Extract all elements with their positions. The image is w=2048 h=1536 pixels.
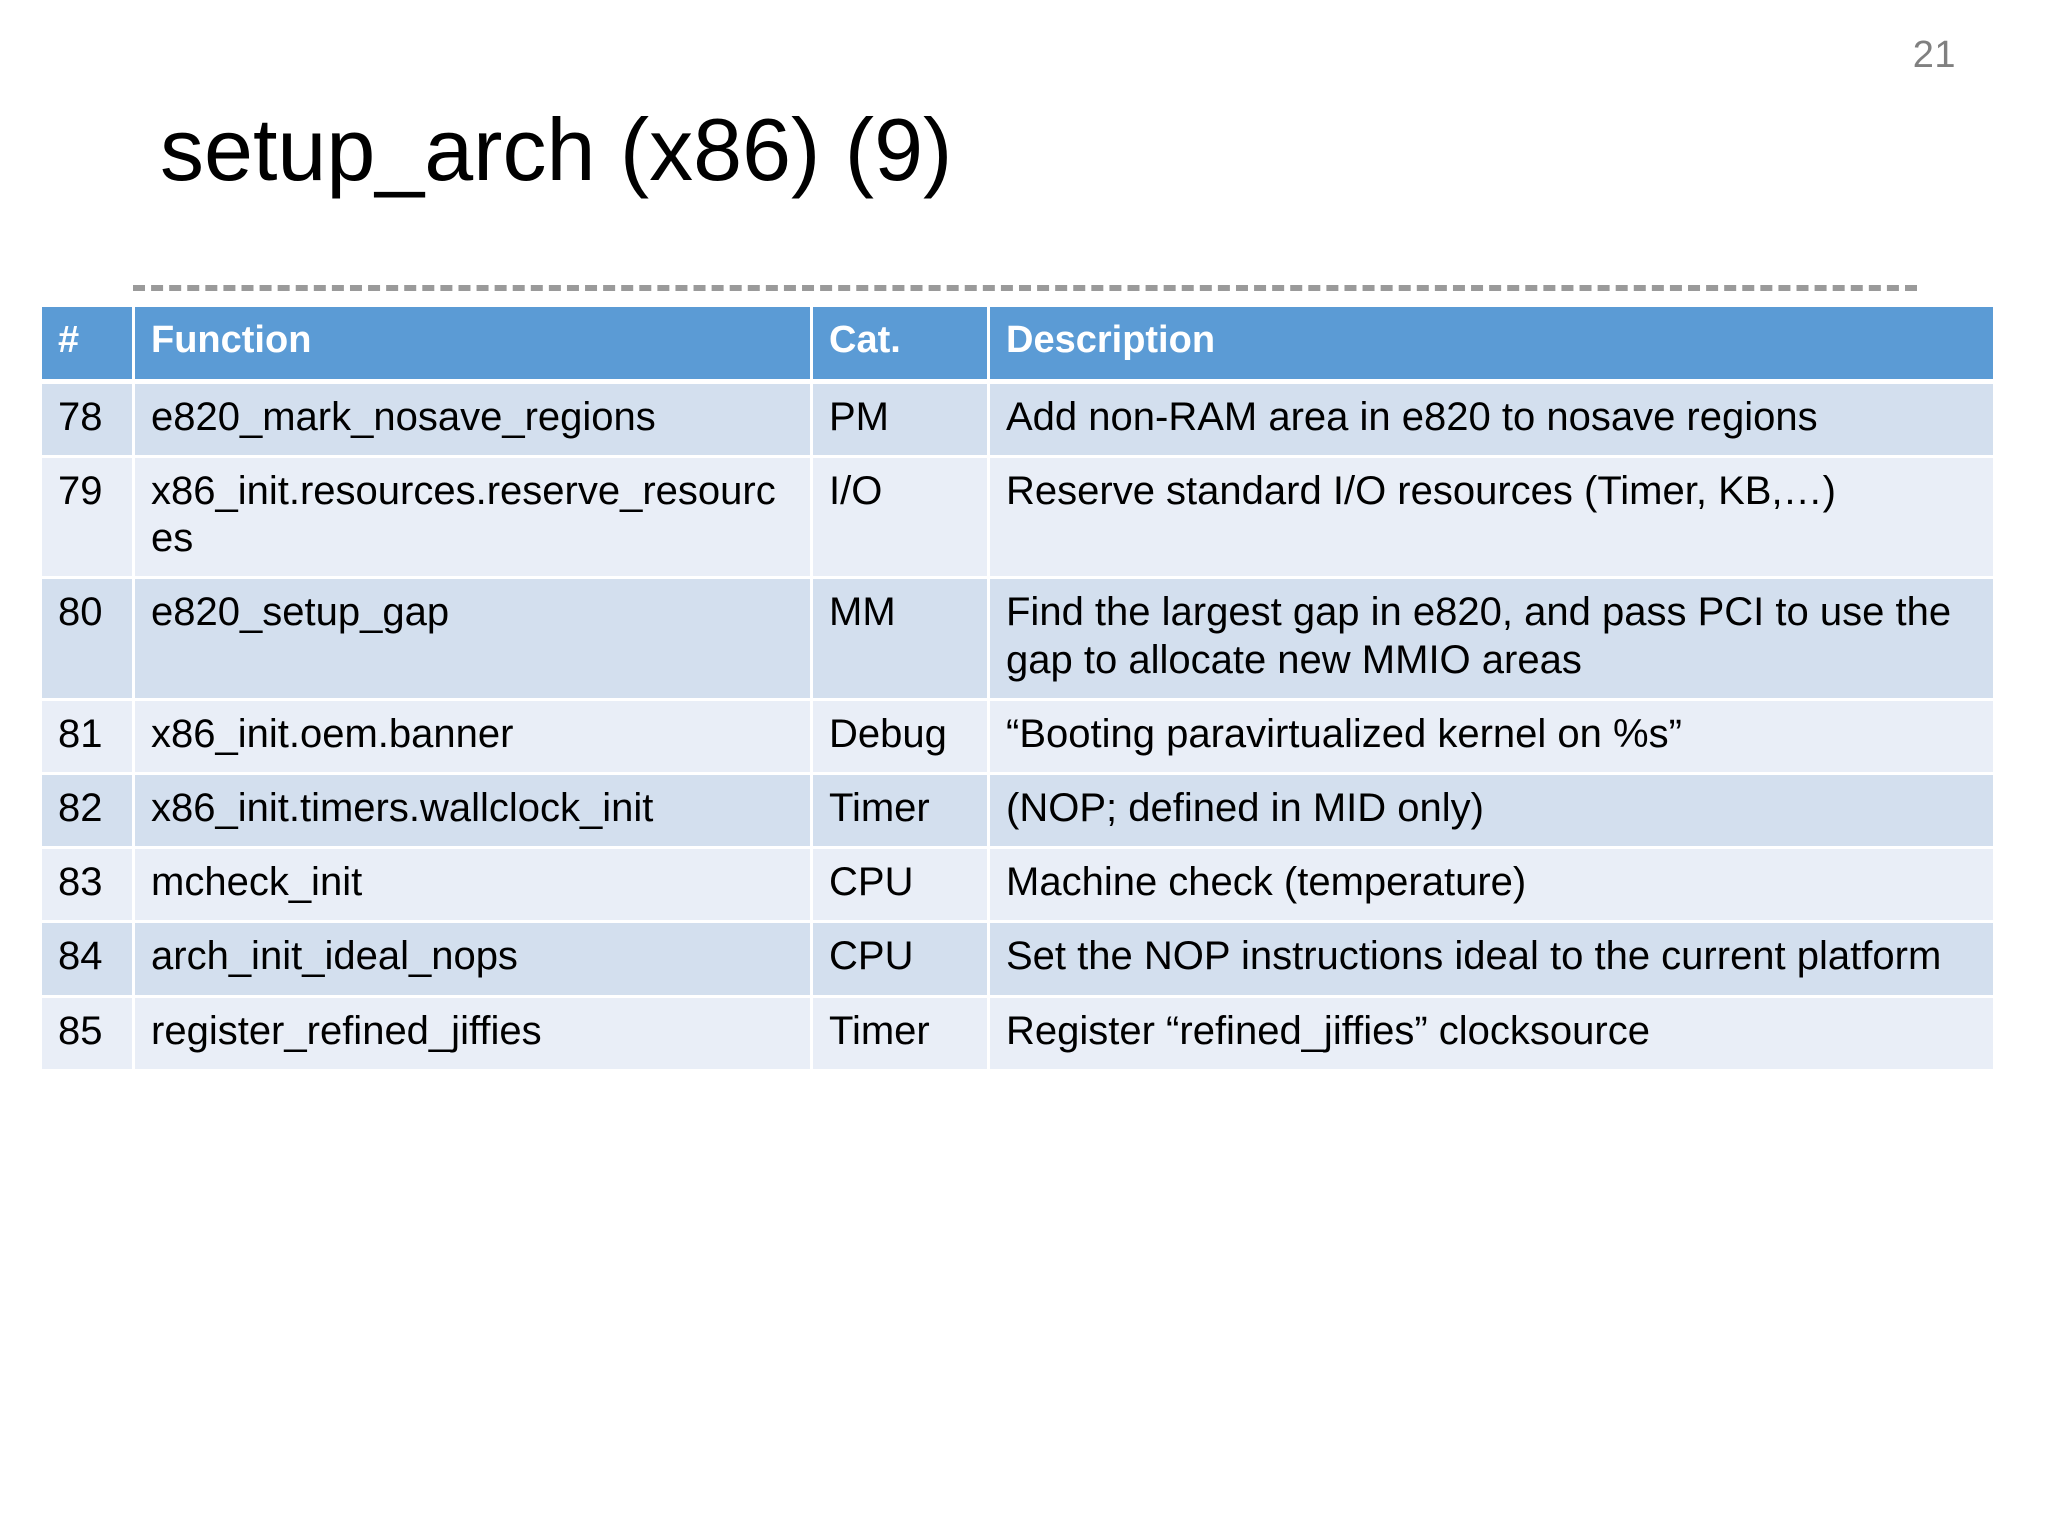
cell-category: CPU <box>813 923 990 998</box>
cell-description: (NOP; defined in MID only) <box>990 775 1993 850</box>
setup-arch-function-table: # Function Cat. Description 78 e820_mark… <box>42 307 1993 1072</box>
table-header-row: # Function Cat. Description <box>42 307 1993 384</box>
cell-category: Timer <box>813 775 990 850</box>
page-title: setup_arch (x86) (9) <box>160 100 953 199</box>
function-table-container: # Function Cat. Description 78 e820_mark… <box>42 307 1993 1072</box>
cell-function: register_refined_jiffies <box>135 997 813 1072</box>
cell-category: Timer <box>813 997 990 1072</box>
cell-description: Register “refined_jiffies” clocksource <box>990 997 1993 1072</box>
cell-number: 78 <box>42 383 135 459</box>
cell-number: 83 <box>42 849 135 924</box>
table-row: 82 x86_init.timers.wallclock_init Timer … <box>42 775 1993 850</box>
cell-number: 85 <box>42 997 135 1072</box>
table-row: 78 e820_mark_nosave_regions PM Add non-R… <box>42 383 1993 459</box>
cell-description: “Booting paravirtualized kernel on %s” <box>990 700 1993 776</box>
column-header-number: # <box>42 307 135 384</box>
table-row: 79 x86_init.resources.reserve_resources … <box>42 458 1993 580</box>
cell-category: PM <box>813 383 990 459</box>
cell-category: I/O <box>813 458 990 580</box>
cell-description: Machine check (temperature) <box>990 849 1993 924</box>
cell-number: 82 <box>42 775 135 850</box>
table-row: 83 mcheck_init CPU Machine check (temper… <box>42 849 1993 924</box>
table-body: 78 e820_mark_nosave_regions PM Add non-R… <box>42 383 1993 1072</box>
table-row: 81 x86_init.oem.banner Debug “Booting pa… <box>42 700 1993 776</box>
cell-number: 80 <box>42 579 135 701</box>
cell-description: Set the NOP instructions ideal to the cu… <box>990 923 1993 998</box>
cell-function: x86_init.oem.banner <box>135 700 813 776</box>
table-row: 84 arch_init_ideal_nops CPU Set the NOP … <box>42 923 1993 998</box>
cell-function: arch_init_ideal_nops <box>135 923 813 998</box>
cell-function: x86_init.resources.reserve_resources <box>135 458 813 580</box>
table-header: # Function Cat. Description <box>42 307 1993 384</box>
table-row: 85 register_refined_jiffies Timer Regist… <box>42 997 1993 1072</box>
slide-page-number: 21 <box>1912 34 1956 76</box>
cell-number: 79 <box>42 458 135 580</box>
cell-category: CPU <box>813 849 990 924</box>
cell-category: MM <box>813 579 990 701</box>
cell-function: e820_setup_gap <box>135 579 813 701</box>
cell-description: Add non-RAM area in e820 to nosave regio… <box>990 383 1993 459</box>
column-header-description: Description <box>990 307 1993 384</box>
cell-function: x86_init.timers.wallclock_init <box>135 775 813 850</box>
cell-number: 81 <box>42 700 135 776</box>
cell-function: e820_mark_nosave_regions <box>135 383 813 459</box>
column-header-function: Function <box>135 307 813 384</box>
cell-description: Find the largest gap in e820, and pass P… <box>990 579 1993 701</box>
column-header-category: Cat. <box>813 307 990 384</box>
table-row: 80 e820_setup_gap MM Find the largest ga… <box>42 579 1993 701</box>
cell-category: Debug <box>813 700 990 776</box>
title-divider <box>133 285 1917 291</box>
cell-description: Reserve standard I/O resources (Timer, K… <box>990 458 1993 580</box>
cell-number: 84 <box>42 923 135 998</box>
cell-function: mcheck_init <box>135 849 813 924</box>
